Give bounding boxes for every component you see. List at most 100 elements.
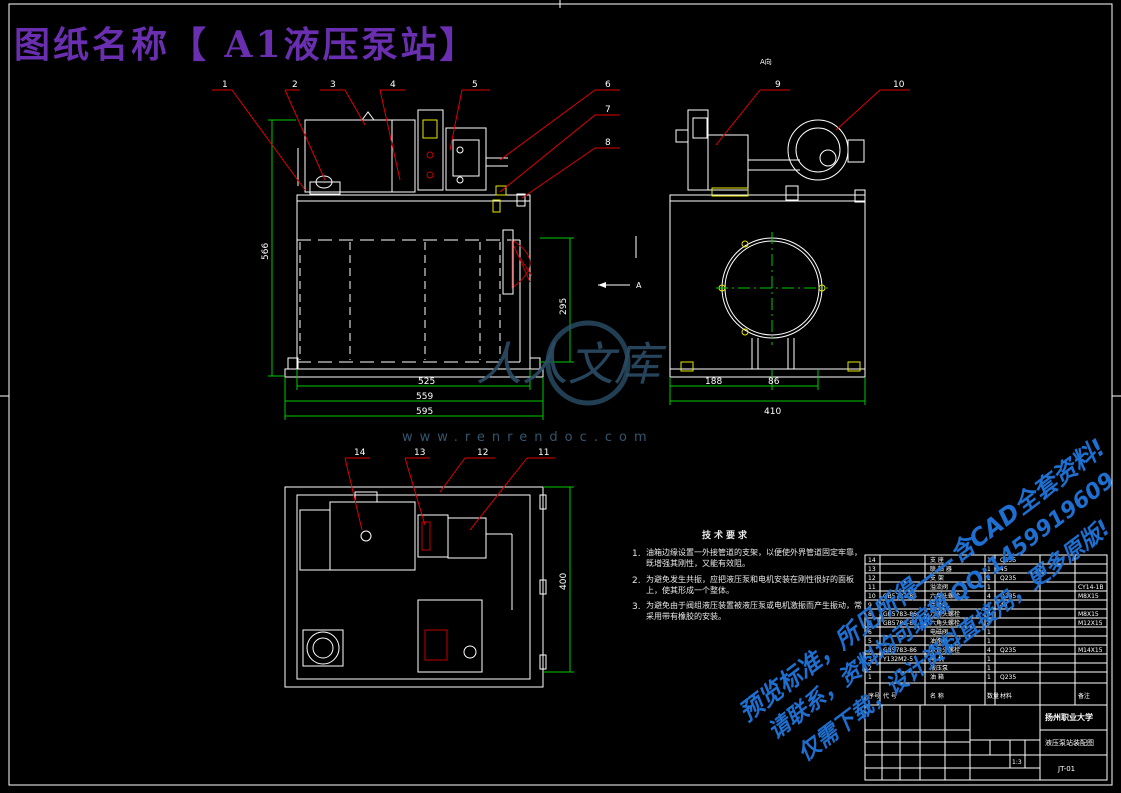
parts-cell-note: M8X15 xyxy=(1078,593,1099,600)
watermark-logo-text: 人人文库 xyxy=(476,337,667,391)
parts-cell-no: 11 xyxy=(868,584,876,591)
callout-14: 14 xyxy=(354,448,366,458)
parts-header-name: 名 称 xyxy=(930,692,944,700)
tech-item-text: 油箱边缘设置一外接管道的支架，以便使外界管道固定牢靠，既增强其刚性，又能有效阻。 xyxy=(646,548,862,568)
parts-cell-no: 12 xyxy=(868,575,876,582)
parts-header-std: 代 号 xyxy=(883,692,897,700)
tech-item: 1. 油箱边缘设置一外接管道的支架，以便使外界管道固定牢靠，既增强其刚性，又能有… xyxy=(632,548,867,570)
parts-cell-qty: 1 xyxy=(987,656,991,663)
parts-cell-name: 六角头螺栓 xyxy=(930,619,960,627)
dim-front-w1: 525 xyxy=(418,377,435,387)
parts-cell-qty: 1 xyxy=(987,584,991,591)
parts-cell-no: 7 xyxy=(868,620,872,627)
parts-cell-note: M8X15 xyxy=(1078,611,1099,618)
school-name: 扬州职业大学 xyxy=(1045,712,1093,722)
parts-cell-qty: 1 xyxy=(987,674,991,681)
callout-4: 4 xyxy=(390,80,396,90)
parts-header-note: 备注 xyxy=(1078,692,1090,700)
parts-cell-no: 10 xyxy=(868,593,876,600)
watermark-url: www.renrendoc.com xyxy=(402,430,654,445)
parts-cell-qty: 4 xyxy=(987,611,991,618)
parts-cell-qty: 1 xyxy=(987,575,991,582)
parts-header-no: 序号 xyxy=(868,692,880,700)
parts-cell-no: 3 xyxy=(868,656,872,663)
parts-cell-mat: Q235 xyxy=(1000,557,1016,564)
top-view xyxy=(284,457,574,688)
tech-item-text: 为避免由于阀组液压装置被液压泵或电机激振而产生振动，常采用带有橡胶的安装。 xyxy=(646,601,862,622)
callout-6: 6 xyxy=(605,80,611,90)
tech-item: 2. 为避免发生共振，应把液压泵和电机安装在刚性很好的面板上，使其形成一个整体。 xyxy=(632,575,867,597)
parts-cell-name: 电 机 xyxy=(930,655,944,663)
parts-cell-std: GB5783-86 xyxy=(883,620,917,627)
dim-side-b: 86 xyxy=(768,377,780,387)
tech-item-num: 3. xyxy=(632,602,641,613)
watermark-logo: 人人文库 xyxy=(476,320,667,406)
parts-cell-no: 14 xyxy=(868,557,876,564)
callout-8: 8 xyxy=(605,138,611,148)
parts-cell-name: 支 座 xyxy=(930,556,944,564)
tech-item-text: 为避免发生共振，应把液压泵和电机安装在刚性很好的面板上，使其形成一个整体。 xyxy=(646,574,854,595)
parts-cell-mat: Q235 xyxy=(1000,674,1016,681)
title-block-text: 扬州职业大学 液压泵站装配图 JT-01 1:3 xyxy=(1012,712,1094,773)
parts-cell-no: 13 xyxy=(868,566,876,573)
callout-2: 2 xyxy=(292,80,298,90)
parts-cell-std: GB5783-86 xyxy=(883,593,917,600)
parts-cell-no: 6 xyxy=(868,629,872,636)
parts-cell-name: 液压泵 xyxy=(930,664,948,672)
callout-5: 5 xyxy=(472,80,478,90)
parts-cell-qty: 4 xyxy=(987,647,991,654)
parts-header-qty: 数量 xyxy=(987,692,999,700)
parts-cell-qty: 1 xyxy=(987,566,991,573)
arrow-label: A xyxy=(636,281,642,290)
callout-3: 3 xyxy=(330,80,336,90)
parts-cell-std: GB5783-86 xyxy=(883,611,917,618)
parts-cell-name: 支 架 xyxy=(930,574,944,582)
callout-7: 7 xyxy=(605,105,611,115)
callout-12: 12 xyxy=(477,448,488,458)
parts-cell-name: 溢流阀 xyxy=(930,583,948,591)
parts-cell-qty: 1 xyxy=(987,602,991,609)
side-view xyxy=(635,89,910,405)
callout-9: 9 xyxy=(775,80,781,90)
parts-cell-note: M14X15 xyxy=(1078,647,1103,654)
parts-cell-name: 六角头螺栓 xyxy=(930,646,960,654)
parts-cell-std: Y132M2-5 xyxy=(882,656,913,663)
parts-cell-qty: 1 xyxy=(987,629,991,636)
parts-cell-qty: 1 xyxy=(987,665,991,672)
dim-side-w: 410 xyxy=(764,407,781,417)
parts-cell-name: 电磁阀 xyxy=(930,628,948,636)
dim-top-h: 400 xyxy=(559,573,569,590)
parts-cell-note: CY14-1B xyxy=(1078,584,1103,591)
parts-header-mat: 材料 xyxy=(1000,692,1012,700)
tech-item-num: 2. xyxy=(632,575,641,586)
parts-cell-qty: 1 xyxy=(987,557,991,564)
parts-cell-no: 2 xyxy=(868,665,872,672)
parts-cell-name: 六角头螺栓 xyxy=(930,610,960,618)
parts-cell-name: 六角头螺栓 xyxy=(930,592,960,600)
parts-cell-mat: 45 xyxy=(1000,602,1008,609)
parts-cell-mat: Q235 xyxy=(1000,593,1016,600)
parts-cell-mat: Q235 xyxy=(1000,647,1016,654)
parts-cell-std: GB5783-86 xyxy=(883,647,917,654)
parts-cell-qty: 4 xyxy=(987,593,991,600)
callout-10: 10 xyxy=(893,80,905,90)
technical-requirements: 技术要求 1. 油箱边缘设置一外接管道的支架，以便使外界管道固定牢靠，既增强其刚… xyxy=(632,530,867,628)
drawing-name: 液压泵站装配图 xyxy=(1045,738,1094,747)
dim-front-w3: 595 xyxy=(416,407,433,417)
parts-table-grid xyxy=(864,554,1108,781)
parts-cell-no: 9 xyxy=(868,602,872,609)
callout-labels: 1 2 3 4 5 6 7 8 9 10 11 12 13 14 A向 A xyxy=(222,57,905,458)
parts-cell-no: 8 xyxy=(868,611,872,618)
callout-11: 11 xyxy=(538,448,549,458)
tech-item-num: 1. xyxy=(632,549,641,560)
front-view xyxy=(212,89,630,420)
callout-13: 13 xyxy=(414,448,425,458)
parts-cell-qty: 4 xyxy=(987,620,991,627)
parts-cell-mat: 45 xyxy=(1000,566,1008,573)
parts-cell-no: 5 xyxy=(868,638,872,645)
drawing-number: JT-01 xyxy=(1057,765,1075,773)
dim-front-inner: 295 xyxy=(559,298,569,315)
callout-1: 1 xyxy=(222,80,228,90)
